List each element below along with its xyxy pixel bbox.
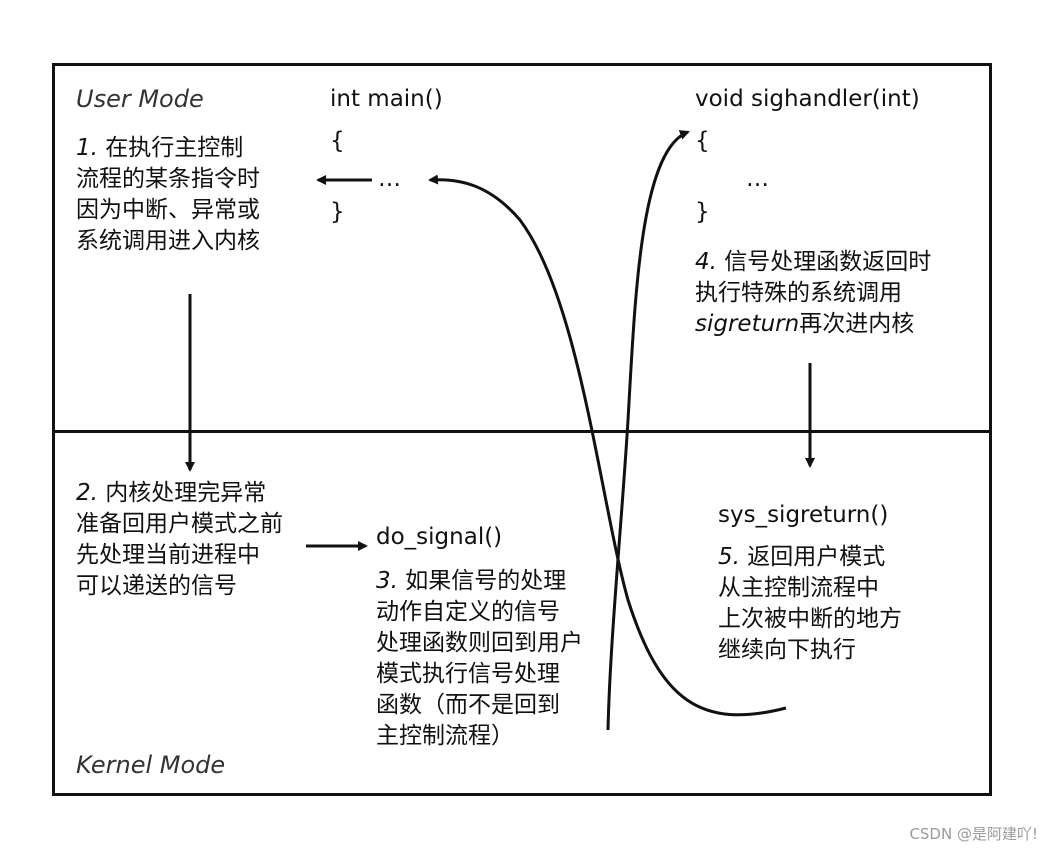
step1-text: 1. 在执行主控制 流程的某条指令时 因为中断、异常或 系统调用进入内核 [76, 133, 260, 257]
step1-line-2: 流程的某条指令时 [76, 166, 260, 192]
main-open-brace: { [330, 128, 345, 154]
main-body-ellipsis: … [378, 166, 401, 192]
step1-line-3: 因为中断、异常或 [76, 197, 260, 223]
step3-line-2: 动作自定义的信号 [376, 599, 560, 625]
handler-open-brace: { [695, 128, 710, 154]
step1-number: 1. [76, 135, 98, 161]
step2-line-1: 内核处理完异常 [105, 480, 267, 506]
sys-sigreturn-label: sys_sigreturn() [718, 502, 889, 528]
step3-line-3: 处理函数则回到用户 [376, 630, 583, 656]
handler-body-ellipsis: … [746, 166, 769, 192]
step5-line-1: 返回用户模式 [747, 544, 886, 570]
arrow-back-to-main [428, 174, 787, 717]
step5-line-2: 从主控制流程中 [718, 575, 879, 601]
step2-text: 2. 内核处理完异常 准备回用户模式之前 先处理当前进程中 可以递送的信号 [76, 478, 283, 602]
step4-line-3-suffix: 再次进内核 [799, 311, 915, 337]
handler-signature: void sighandler(int) [695, 86, 920, 112]
main-close-brace: } [330, 199, 345, 225]
step1-line-1: 在执行主控制 [105, 135, 244, 161]
step3-text: 3. 如果信号的处理 动作自定义的信号 处理函数则回到用户 模式执行信号处理 函… [376, 566, 583, 752]
step2-number: 2. [76, 480, 98, 506]
user-mode-label: User Mode [76, 85, 204, 113]
step2-line-4: 可以递送的信号 [76, 573, 237, 599]
step4-line-2: 执行特殊的系统调用 [695, 280, 902, 306]
do-signal-label: do_signal() [376, 524, 503, 550]
step3-line-1: 如果信号的处理 [405, 568, 567, 594]
step2-line-2: 准备回用户模式之前 [76, 511, 283, 537]
step3-line-5: 函数（而不是回到 [376, 692, 560, 718]
step4-sigreturn: sigreturn [695, 311, 800, 337]
step3-line-4: 模式执行信号处理 [376, 661, 560, 687]
step5-number: 5. [718, 544, 740, 570]
kernel-mode-label: Kernel Mode [76, 751, 226, 779]
diagram-frame [52, 63, 992, 796]
step5-line-3: 上次被中断的地方 [718, 606, 902, 632]
step4-number: 4. [695, 249, 717, 275]
step3-line-6: 主控制流程） [376, 723, 514, 749]
step4-text: 4. 信号处理函数返回时 执行特殊的系统调用 sigreturn再次进内核 [695, 247, 931, 340]
step4-line-1: 信号处理函数返回时 [724, 249, 932, 275]
step5-text: 5. 返回用户模式 从主控制流程中 上次被中断的地方 继续向下执行 [718, 542, 902, 666]
step3-number: 3. [376, 568, 398, 594]
arrow-to-sighandler [606, 130, 690, 731]
step2-line-3: 先处理当前进程中 [76, 542, 260, 568]
watermark: CSDN @是阿建吖! [909, 825, 1038, 843]
step1-line-4: 系统调用进入内核 [76, 228, 260, 254]
handler-close-brace: } [695, 199, 710, 225]
mode-divider [52, 430, 992, 433]
main-signature: int main() [330, 86, 443, 112]
step5-line-4: 继续向下执行 [718, 637, 856, 663]
